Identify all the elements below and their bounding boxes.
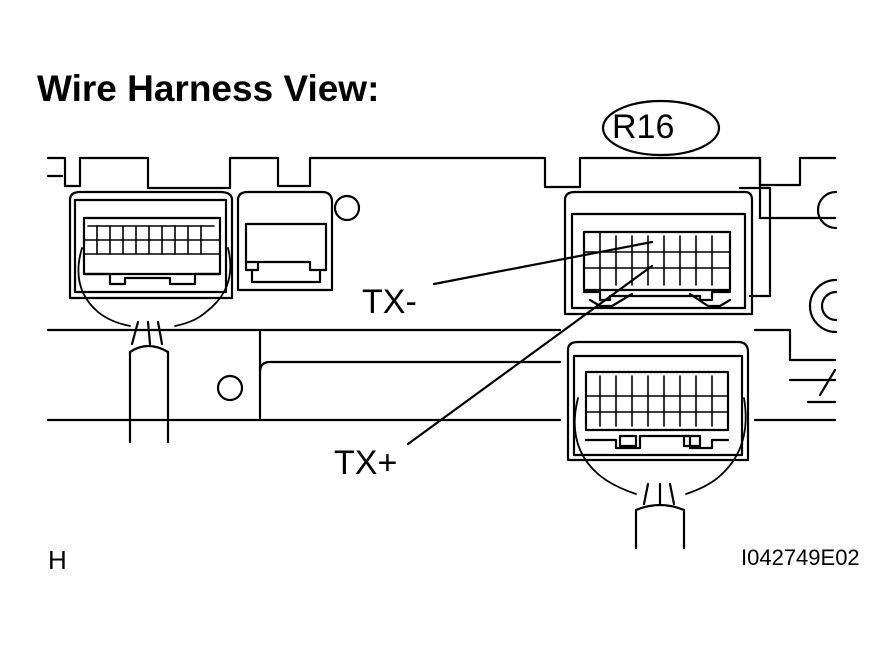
- mount-hole: [218, 376, 242, 400]
- middle-connector: [238, 192, 332, 290]
- r16-oval: [603, 101, 719, 155]
- diagram-title: Wire Harness View:: [37, 68, 380, 109]
- left-connector: [70, 192, 232, 442]
- ecu-housing: [48, 158, 835, 420]
- tx-plus-leader: [408, 266, 652, 444]
- tx-minus-label: TX-: [362, 283, 417, 321]
- partial-circle: [822, 292, 836, 320]
- corner-letter: H: [48, 545, 67, 575]
- lower-right-connector: [568, 342, 748, 548]
- partial-circle: [810, 280, 836, 332]
- connector-id-label: R16: [612, 108, 675, 146]
- figure-code: I042749E02: [741, 545, 860, 570]
- tx-plus-label: TX+: [334, 444, 398, 482]
- mount-hole: [335, 196, 359, 220]
- tx-minus-leader: [434, 242, 652, 284]
- r16-connector: [565, 192, 752, 314]
- partial-circle: [818, 192, 836, 228]
